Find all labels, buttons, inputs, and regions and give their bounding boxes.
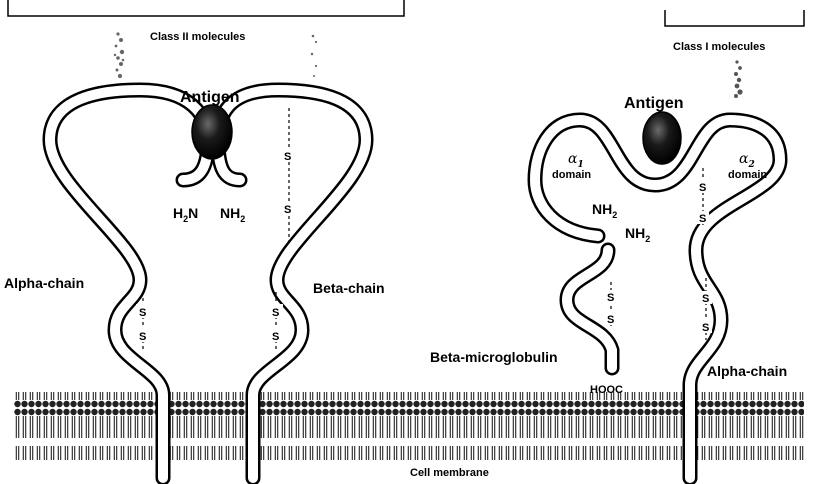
s-label: S [702, 293, 709, 305]
class1-molecule-speckles [734, 60, 743, 98]
nh2-left-label: NH2 [220, 205, 245, 224]
s-label: S [272, 307, 279, 319]
beta-microglobulin-label: Beta-microglobulin [430, 349, 558, 365]
alpha-chain-right-label: Alpha-chain [707, 363, 787, 379]
class1-molecules-label: Class I molecules [673, 41, 765, 53]
antigen-right-label: Antigen [624, 95, 684, 112]
alpha1-symbol: α1 [568, 151, 584, 170]
class2-antigen [192, 105, 232, 159]
alpha2-domain-label: domain [728, 169, 767, 181]
nh2-right-lower-label: NH2 [625, 225, 650, 244]
alpha2-symbol: α2 [739, 151, 755, 170]
s-label: S [284, 204, 291, 216]
class1-antigen [643, 112, 681, 164]
cell-membrane-label: Cell membrane [410, 467, 489, 479]
h2n-label: H2N [173, 205, 198, 224]
class1-bracket [665, 10, 804, 26]
s-label: S [139, 307, 146, 319]
s-label: S [284, 151, 291, 163]
s-label: S [607, 314, 614, 326]
s-label: S [699, 213, 706, 225]
antigen-left-label: Antigen [180, 89, 240, 106]
s-label: S [702, 322, 709, 334]
s-label: S [272, 331, 279, 343]
beta-chain-label: Beta-chain [313, 280, 385, 296]
alpha1-domain-label: domain [552, 169, 591, 181]
class2-molecules-label: Class II molecules [150, 31, 245, 43]
nh2-right-upper-label: NH2 [592, 201, 617, 220]
s-label: S [139, 331, 146, 343]
hooc-label: HOOC [590, 384, 623, 396]
class2-bracket [8, 0, 404, 16]
s-label: S [607, 292, 614, 304]
alpha-chain-left-label: Alpha-chain [4, 275, 84, 291]
s-label: S [699, 182, 706, 194]
